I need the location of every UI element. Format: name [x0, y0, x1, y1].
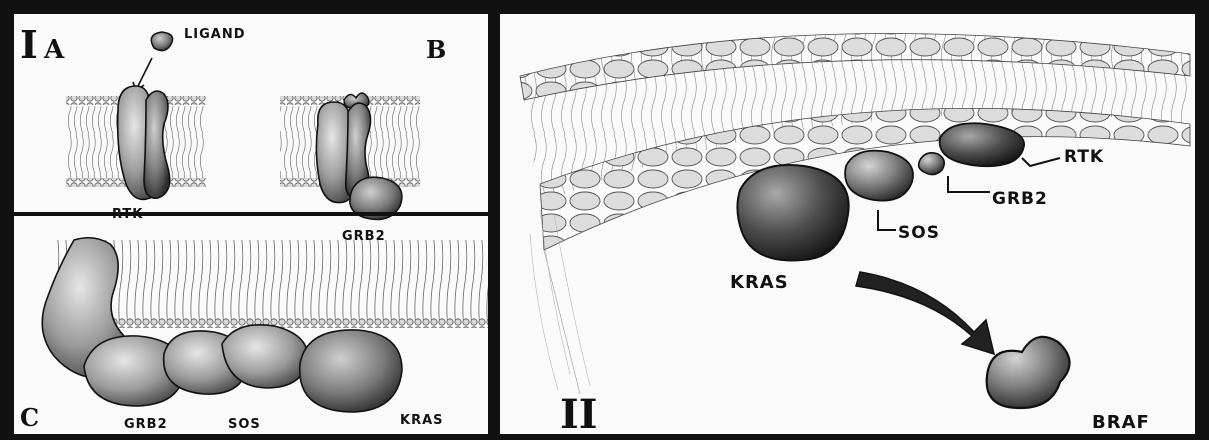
subpanel-a-label: A	[43, 35, 65, 65]
sos-label: SOS	[898, 223, 940, 243]
ligand-arrow	[138, 58, 152, 86]
ligand-shape	[151, 32, 172, 51]
rtk-protein	[940, 123, 1024, 166]
grb2-leader	[948, 176, 990, 192]
membrane-edge-line	[544, 250, 580, 394]
panel-one-drawing: I A B LIGAND RTK	[14, 14, 488, 434]
panel-two-numeral: II	[560, 391, 597, 434]
panel-two-drawing: RTK GRB2 SOS KRAS BRAF II	[500, 14, 1195, 434]
panel-one: I A B LIGAND RTK	[14, 14, 488, 434]
rtk-label: RTK	[1064, 147, 1104, 167]
ligand-label: LIGAND	[184, 27, 246, 42]
panel-one-numeral: I	[20, 22, 38, 67]
kras-label: KRAS	[730, 272, 789, 293]
kras-label-c: KRAS	[400, 413, 444, 428]
kras-protein	[737, 165, 848, 260]
braf-label: BRAF	[1092, 412, 1150, 433]
grb2-label: GRB2	[992, 189, 1048, 209]
kras-protein-c	[300, 330, 402, 412]
braf-protein	[987, 337, 1070, 408]
subpanel-c-label: C	[20, 403, 39, 432]
sos-protein	[845, 151, 913, 201]
membrane-c	[54, 240, 488, 328]
rtk-leader	[1022, 158, 1060, 166]
sos-leader	[878, 210, 896, 230]
panel-two: RTK GRB2 SOS KRAS BRAF II	[500, 14, 1195, 434]
subpanel-b-label: B	[426, 35, 446, 64]
grb2-protein	[919, 153, 945, 175]
sos-label-c: SOS	[228, 417, 261, 432]
panel-divider	[14, 212, 488, 216]
grb2-label-c: GRB2	[124, 417, 168, 432]
activation-arrow	[856, 272, 994, 354]
